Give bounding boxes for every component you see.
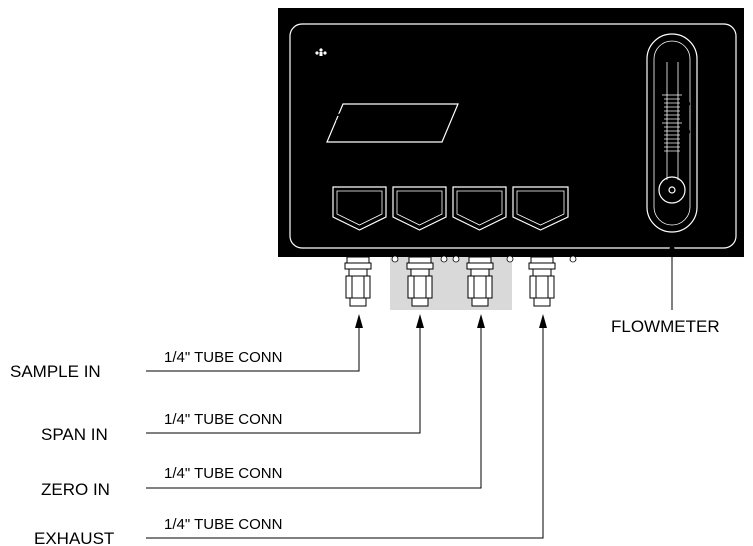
series-badge (326, 103, 459, 143)
flowmeter-mark-lower: 1.0 (682, 130, 691, 136)
arrow-exhaust (539, 314, 547, 328)
flowmeter-label: FLOWMETER (611, 317, 720, 336)
port-badge-sample: SAMPLE IN (332, 186, 387, 231)
arrow-sample (355, 314, 363, 328)
callout-sample-name: SAMPLE IN (10, 362, 101, 381)
svg-text:SPAN: SPAN (408, 195, 431, 205)
panel-bottom-nubs (391, 255, 577, 263)
flowmeter-mark-upper: 2.0 (682, 102, 691, 108)
fitting-exhaust (528, 256, 556, 307)
callout-exhaust-name: EXHAUST (34, 529, 114, 546)
callout-exhaust-conn: 1/4" TUBE CONN (164, 516, 282, 533)
svg-text:IN: IN (355, 206, 364, 216)
flowmeter-icon (646, 33, 698, 233)
logo-icon (315, 48, 327, 56)
fitting-zero (466, 256, 494, 307)
svg-text:IN: IN (475, 206, 484, 216)
fitting-span (406, 256, 434, 307)
svg-text:IN: IN (415, 206, 424, 216)
callout-zero-name: ZERO IN (41, 480, 110, 499)
arrow-zero (477, 314, 485, 328)
series-title: 3020P Series (336, 110, 422, 126)
fitting-sample (344, 256, 372, 307)
callout-span-name: SPAN IN (41, 425, 108, 444)
port-badge-span: SPAN IN (392, 186, 447, 231)
svg-text:ZERO: ZERO (468, 195, 492, 205)
leader-span (146, 322, 421, 434)
callout-sample-conn: 1/4" TUBE CONN (164, 349, 282, 366)
leader-exhaust (146, 322, 544, 539)
port-badge-exhaust: EXHAUST (512, 186, 569, 231)
callout-zero-conn: 1/4" TUBE CONN (164, 465, 282, 482)
flowmeter-unit: SLPM (704, 130, 724, 139)
leader-zero (146, 322, 482, 489)
port-badge-zero: ZERO IN (452, 186, 507, 231)
panel-inner-border (289, 23, 737, 249)
svg-text:SAMPLE: SAMPLE (342, 195, 377, 205)
callout-span-conn: 1/4" TUBE CONN (164, 411, 282, 428)
leader-sample (146, 322, 360, 372)
arrow-flowmeter (668, 240, 676, 254)
arrow-span (416, 314, 424, 328)
series-subtitle: Percent Oxygen Analyzer (340, 131, 414, 138)
svg-text:EXHAUST: EXHAUST (520, 197, 560, 207)
